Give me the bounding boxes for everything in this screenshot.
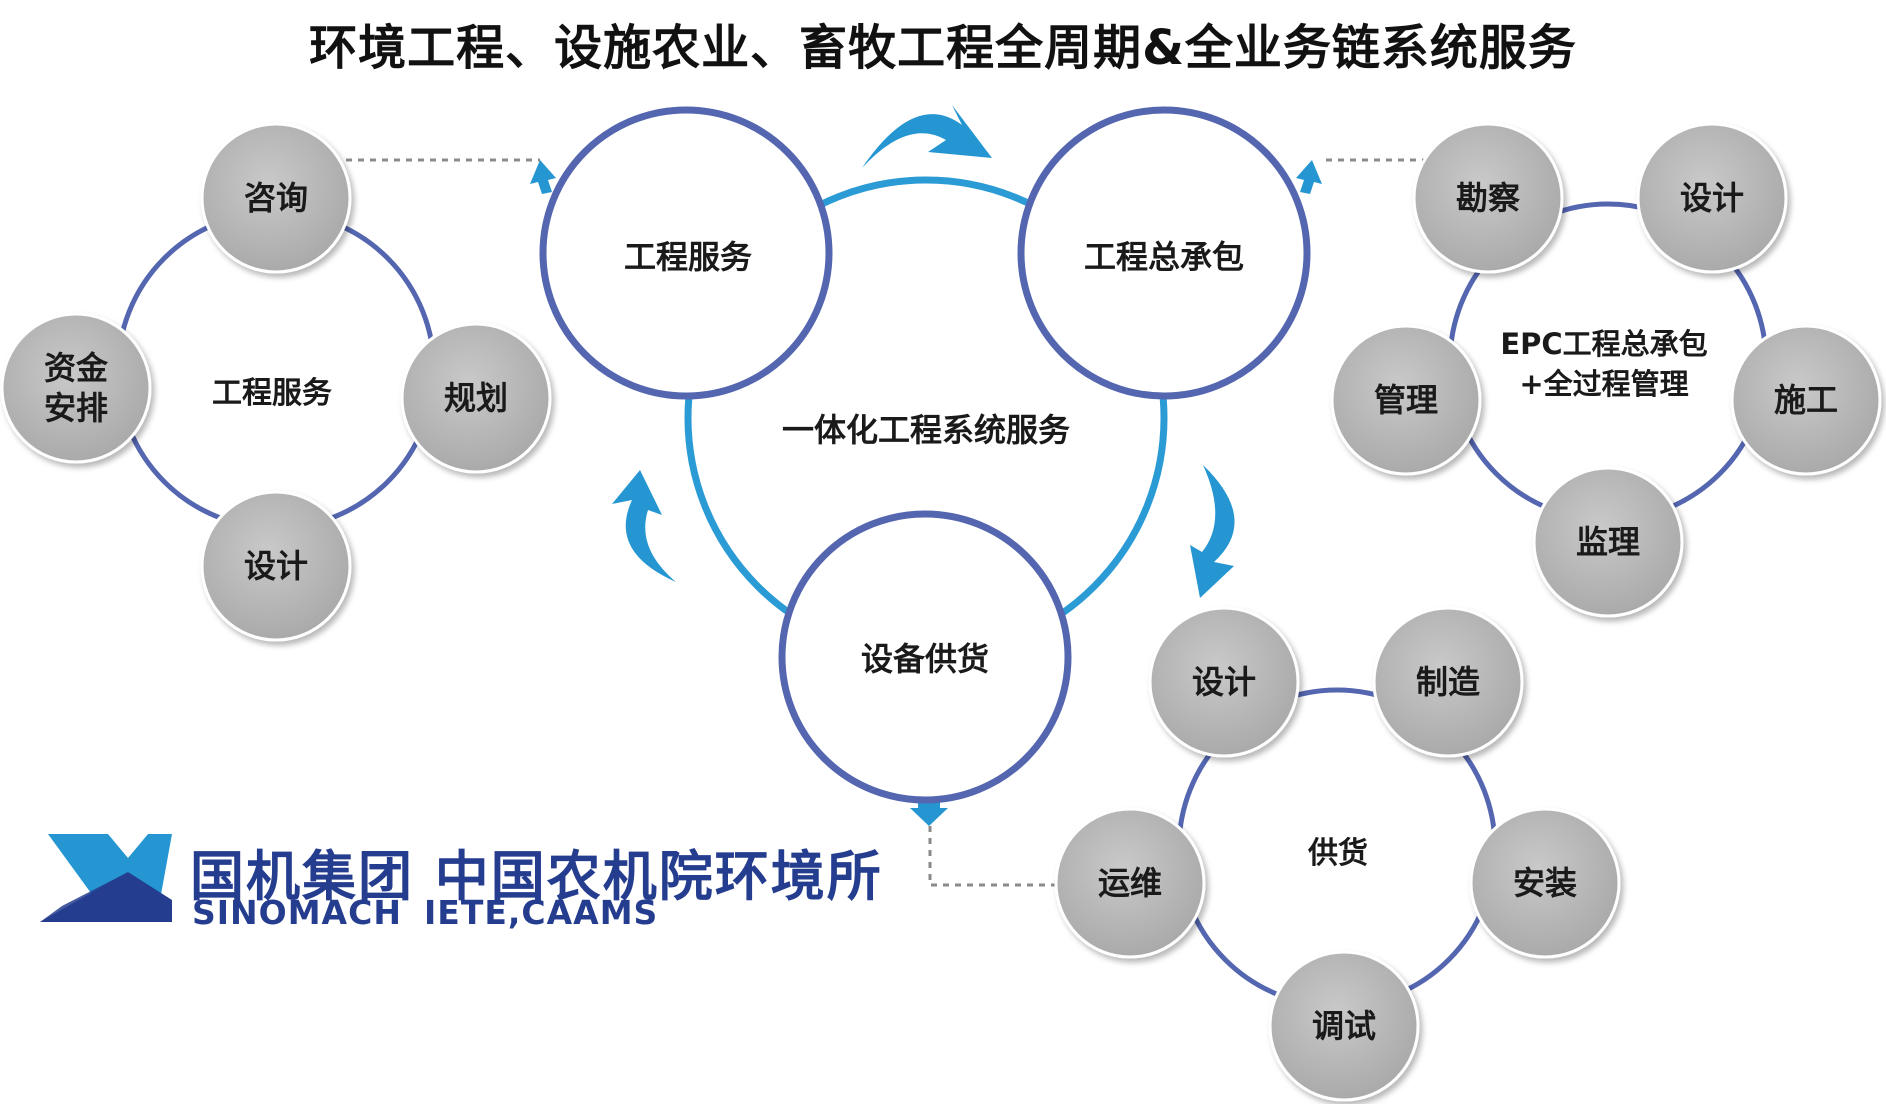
epc-node-design [1636,122,1788,274]
left-node-funding-label: 资金安排 [43,349,108,427]
flow-arrow-right [1190,465,1235,598]
supply-node-debug [1268,950,1420,1102]
epc-node-manage-label: 管理 [1373,381,1439,419]
cluster-supply-center-label: 供货 [1308,836,1368,871]
epc-node-construct [1730,324,1882,476]
epc-node-supervise-label: 监理 [1575,523,1641,561]
supply-node-design-label: 设计 [1191,663,1257,701]
supply-node-operate-label: 运维 [1097,864,1163,902]
connector-arrow-left [530,160,556,194]
logo-chinese-text: 国机集团 中国农机院环境所 [190,845,883,908]
left-node-design-label: 设计 [243,547,309,585]
supply-node-manufacture [1372,606,1524,758]
dotted-connector-bottom [928,826,1060,887]
flow-arrow-left [612,470,676,582]
supply-node-operate [1054,807,1206,959]
supply-node-install-label: 安装 [1512,864,1578,902]
logo-english-secondary: IETE,CAAMS [424,893,659,932]
left-node-plan-label: 规划 [443,379,509,417]
flow-arrow-top [862,105,992,168]
center-label: 一体化工程系统服务 [781,411,1071,449]
node-engineering-service [539,106,833,400]
epc-node-survey [1412,122,1564,274]
main-node-general-contracting-label: 工程总承包 [1083,238,1245,276]
supply-node-manufacture-label: 制造 [1415,663,1481,701]
left-node-funding [0,312,152,464]
main-node-equipment-supply-label: 设备供货 [860,640,990,678]
supply-node-debug-label: 调试 [1311,1007,1377,1045]
logo-english-primary: SINOMACH [192,893,402,932]
page-title: 环境工程、设施农业、畜牧工程全周期&全业务链系统服务 [309,20,1577,76]
node-equipment-supply [778,510,1072,804]
epc-node-supervise [1532,466,1684,618]
connector-arrow-right [1296,160,1322,194]
left-node-plan [400,322,552,474]
cluster-epc-center-label: EPC工程总承包+全过程管理 [1500,327,1708,401]
supply-node-design [1148,606,1300,758]
epc-node-design-label: 设计 [1679,179,1745,217]
cluster-left-center-label: 工程服务 [212,376,332,411]
main-node-engineering-service-label: 工程服务 [623,238,753,276]
left-node-design [200,490,352,642]
epc-node-construct-label: 施工 [1773,381,1839,419]
left-node-consult [200,122,352,274]
node-general-contracting [1017,106,1311,400]
supply-node-install [1469,807,1621,959]
epc-node-manage [1330,324,1482,476]
epc-node-survey-label: 勘察 [1455,179,1521,217]
left-node-consult-label: 咨询 [243,179,309,217]
sinomach-logo-mark [40,834,172,922]
